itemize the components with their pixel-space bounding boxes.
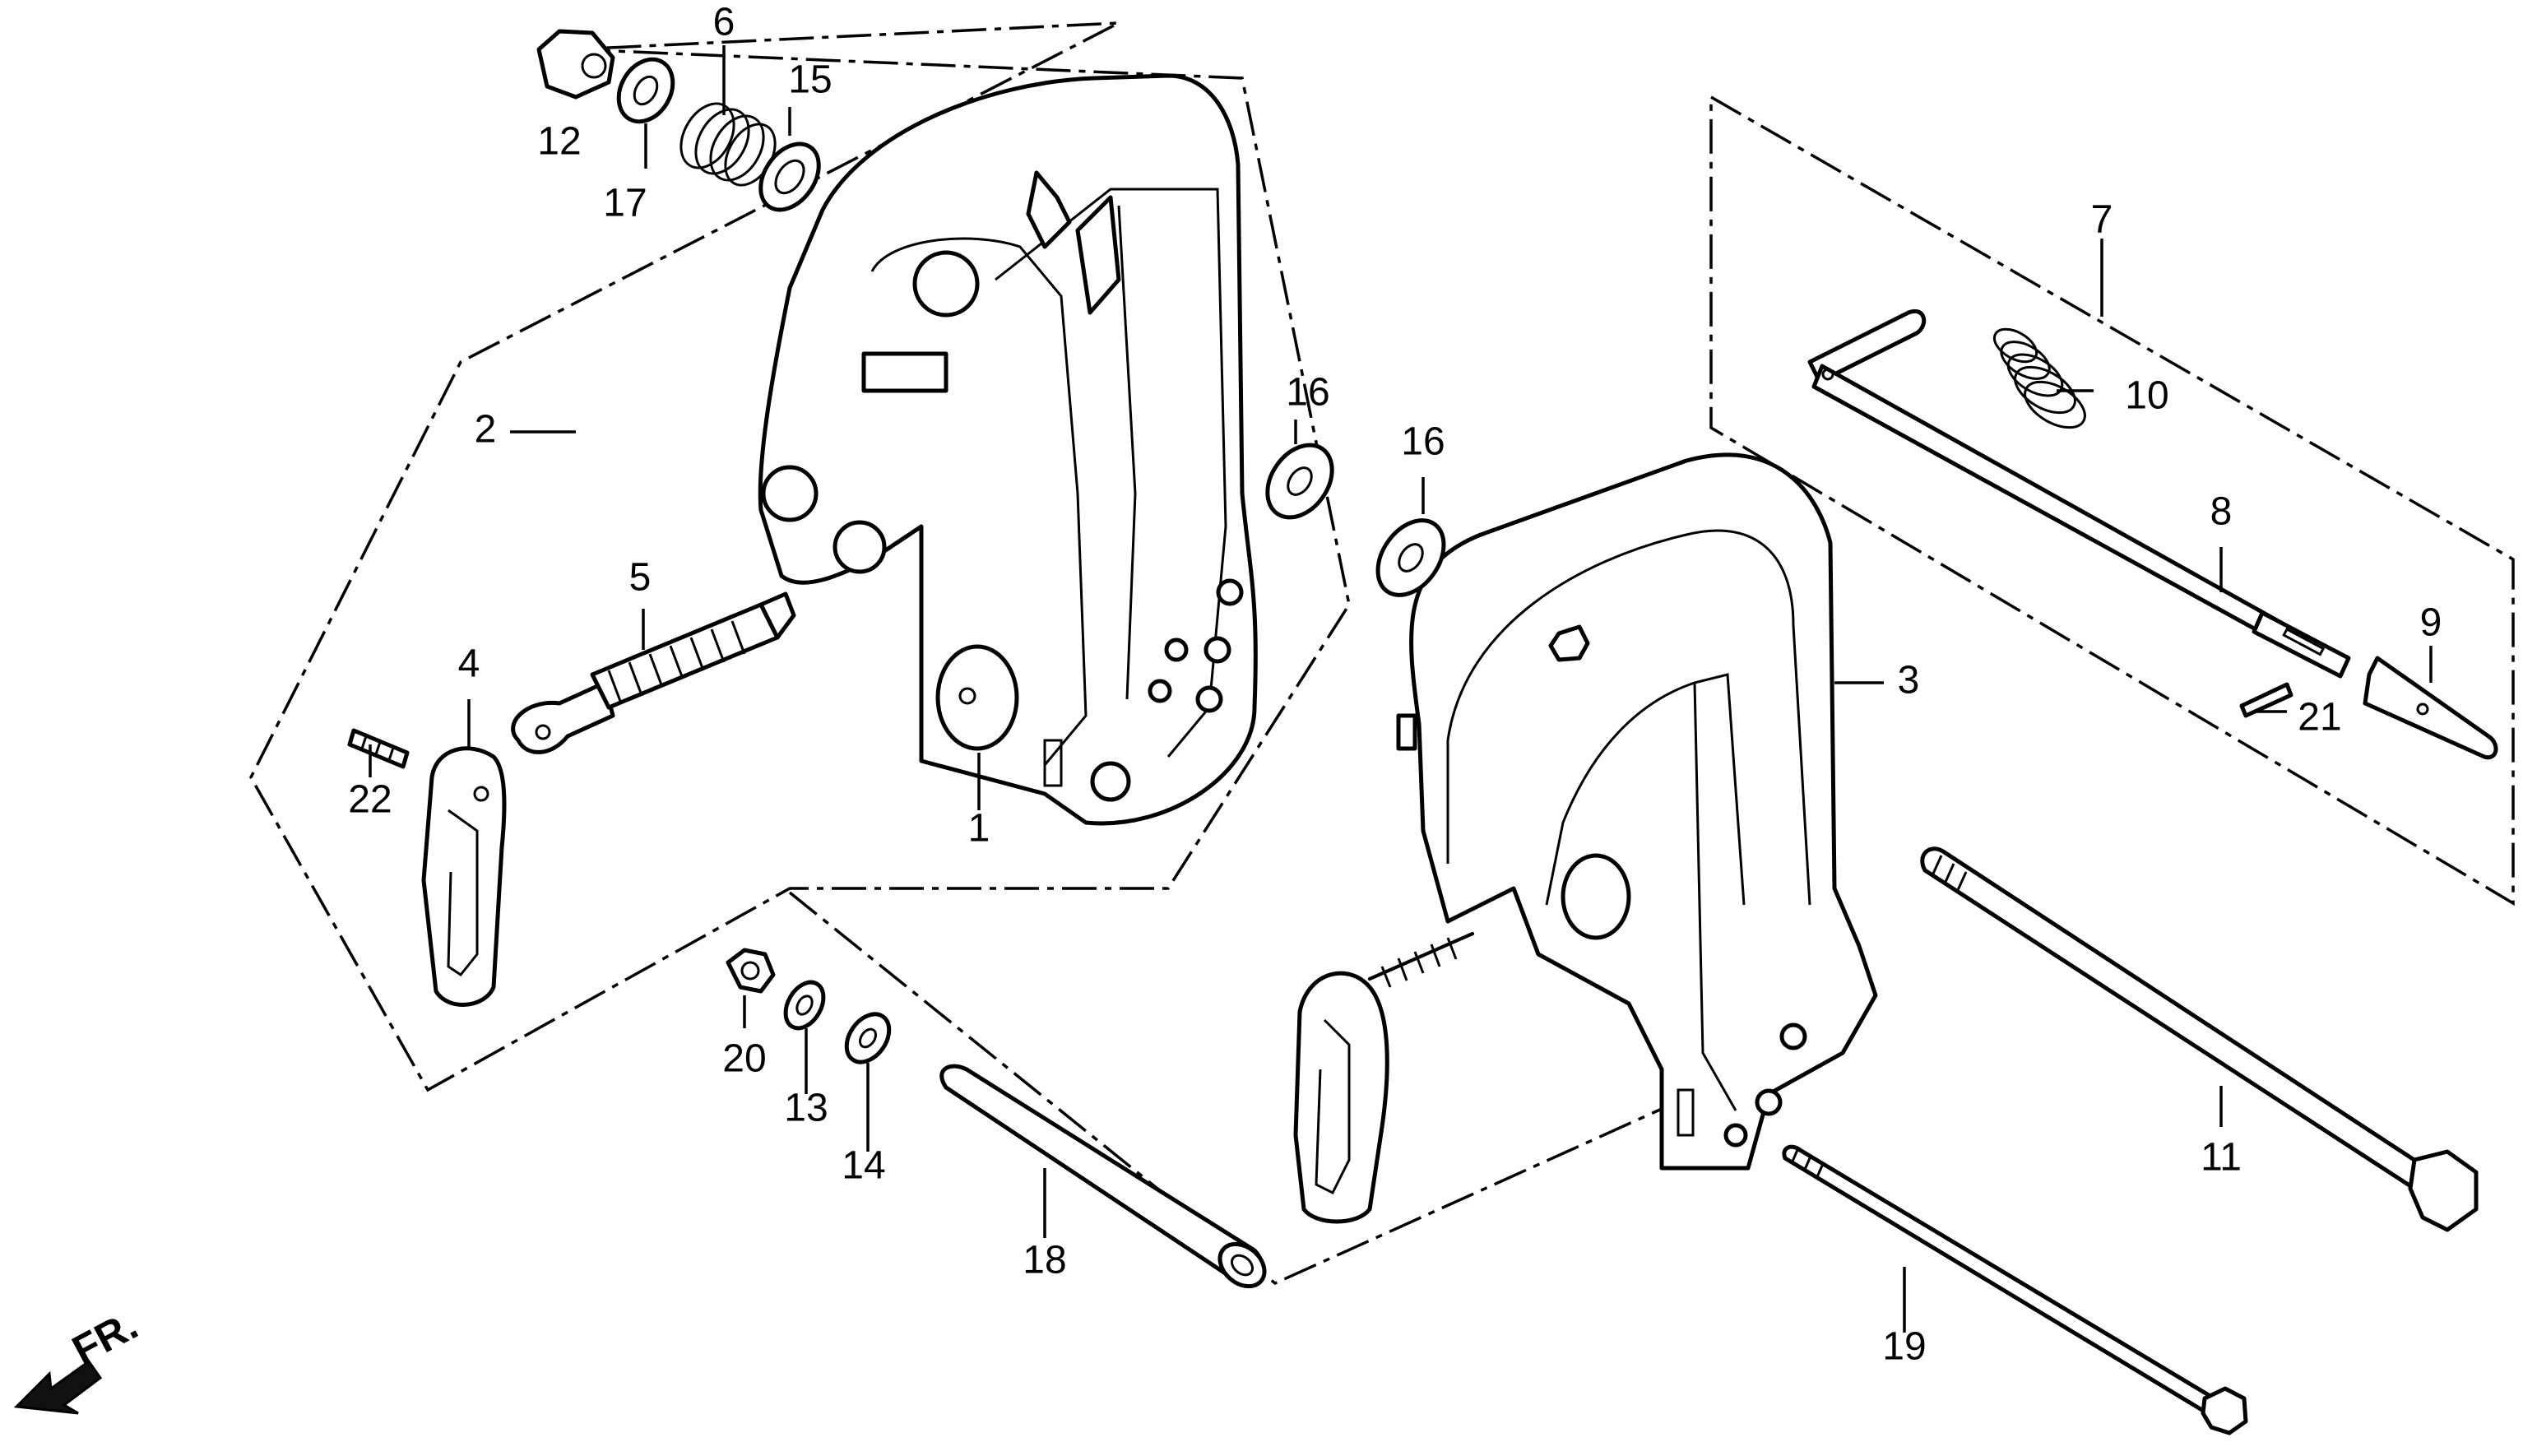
label-part-19: 19 <box>1882 1325 1926 1369</box>
tilt-lever <box>1807 308 2347 677</box>
washer-17 <box>616 57 675 124</box>
long-bolt <box>1782 1144 2248 1435</box>
inner-boss <box>1561 853 1631 940</box>
label-part-11: 11 <box>2201 1136 2242 1180</box>
split-pin <box>347 728 410 769</box>
label-part-13: 13 <box>784 1087 828 1130</box>
front-direction-label: FR. <box>65 1301 145 1373</box>
label-part-15: 15 <box>788 58 832 102</box>
washer-14 <box>844 1012 892 1064</box>
distance-tube <box>939 1064 1267 1289</box>
label-part-16-left: 16 <box>1286 371 1329 415</box>
right-clamp-screw <box>1293 932 1474 1224</box>
washer-15 <box>758 141 821 212</box>
clamp-screw <box>511 591 796 754</box>
label-part-6: 6 <box>713 1 735 44</box>
tilt-lever-assembly-outline <box>1709 94 2515 907</box>
label-part-12: 12 <box>537 120 581 164</box>
label-part-17: 17 <box>603 182 647 225</box>
left-stern-bracket <box>758 73 1258 826</box>
label-part-3: 3 <box>1898 659 1920 702</box>
label-part-10: 10 <box>2125 374 2168 418</box>
label-part-16-right: 16 <box>1401 420 1445 464</box>
label-part-1: 1 <box>968 807 990 851</box>
nut-20 <box>726 948 776 994</box>
washer-16-left <box>1265 443 1334 520</box>
washer-16-right <box>1375 518 1446 597</box>
thrust-plate <box>935 644 1019 751</box>
bracket-tab <box>861 351 948 393</box>
return-spring <box>1992 327 2086 429</box>
washer-13 <box>783 980 826 1031</box>
label-part-8: 8 <box>2210 490 2233 534</box>
label-part-2: 2 <box>475 408 497 452</box>
right-stern-bracket <box>1396 452 1878 1171</box>
upper-boss <box>912 250 980 318</box>
label-part-4: 4 <box>458 642 480 686</box>
label-part-9: 9 <box>2420 601 2442 645</box>
cap-nut <box>536 29 615 100</box>
clamp-handle <box>421 746 507 1007</box>
label-part-22: 22 <box>348 778 392 822</box>
through-bolt <box>1920 846 2479 1232</box>
leader-lines <box>369 45 2433 1333</box>
threaded-hole <box>832 520 887 574</box>
tilt-lever-grip <box>2363 656 2498 760</box>
label-part-5: 5 <box>629 556 652 600</box>
side-hole <box>761 465 819 522</box>
label-part-21: 21 <box>2298 696 2341 740</box>
label-part-18: 18 <box>1023 1239 1066 1282</box>
pin-21 <box>2239 682 2293 718</box>
right-bracket-assembly-outline <box>788 891 1695 1286</box>
label-part-7: 7 <box>2091 198 2113 242</box>
label-part-14: 14 <box>842 1144 885 1188</box>
label-part-20: 20 <box>722 1037 766 1081</box>
hex-stop <box>1548 624 1590 662</box>
front-direction-arrow: FR. <box>13 1301 145 1415</box>
tilt-rod <box>2252 610 2351 679</box>
